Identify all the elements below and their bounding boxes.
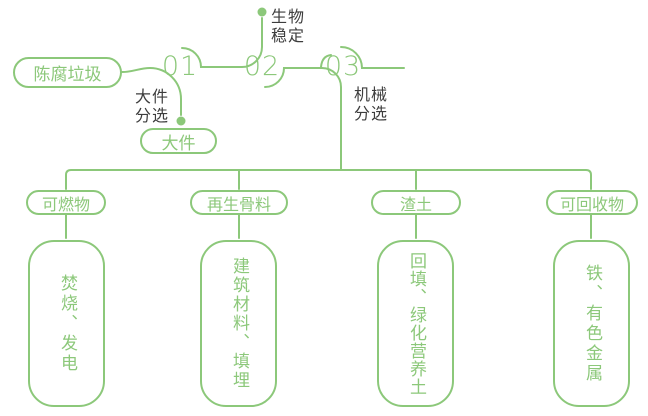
bulky-dot — [176, 116, 186, 126]
line-source-to-01 — [121, 66, 182, 116]
disposal-text-recycled-aggregate: 建筑材料、填埋 — [229, 257, 249, 390]
line-03-tail — [340, 46, 405, 69]
category-pill-slag-soil: 渣土 — [371, 190, 461, 215]
disposal-box-combustibles: 焚烧、发电 — [28, 240, 105, 407]
category-pill-combustibles: 可燃物 — [26, 190, 106, 215]
disposal-box-slag-soil: 回填、绿化营养土 — [377, 240, 454, 407]
line-02-to-03 — [264, 67, 342, 171]
step-number-01: 01 — [161, 51, 199, 82]
source-node: 陈腐垃圾 — [13, 57, 122, 88]
disposal-text-slag-soil: 回填、绿化营养土 — [406, 251, 426, 396]
process-label-bulky-sorting: 大件 分选 — [135, 87, 170, 125]
hook-03-left — [320, 54, 332, 68]
bulky-output-node: 大件 — [140, 128, 217, 154]
distribution-bus — [65, 169, 592, 190]
category-pill-recyclables: 可回收物 — [546, 190, 638, 215]
disposal-text-recyclables: 铁、有色金属 — [582, 263, 602, 384]
process-label-bio-stabilization: 生物 稳定 — [271, 7, 306, 45]
category-pill-recycled-aggregate: 再生骨料 — [190, 190, 288, 215]
disposal-text-combustibles: 焚烧、发电 — [57, 273, 77, 374]
step-number-02: 02 — [243, 51, 281, 82]
step-number-03: 03 — [324, 51, 362, 82]
biostabilization-dot — [257, 7, 267, 17]
process-label-mechanical-sorting: 机械 分选 — [354, 85, 389, 123]
line-01-to-02 — [181, 17, 263, 68]
disposal-box-recycled-aggregate: 建筑材料、填埋 — [200, 240, 277, 407]
disposal-box-recyclables: 铁、有色金属 — [553, 240, 630, 407]
